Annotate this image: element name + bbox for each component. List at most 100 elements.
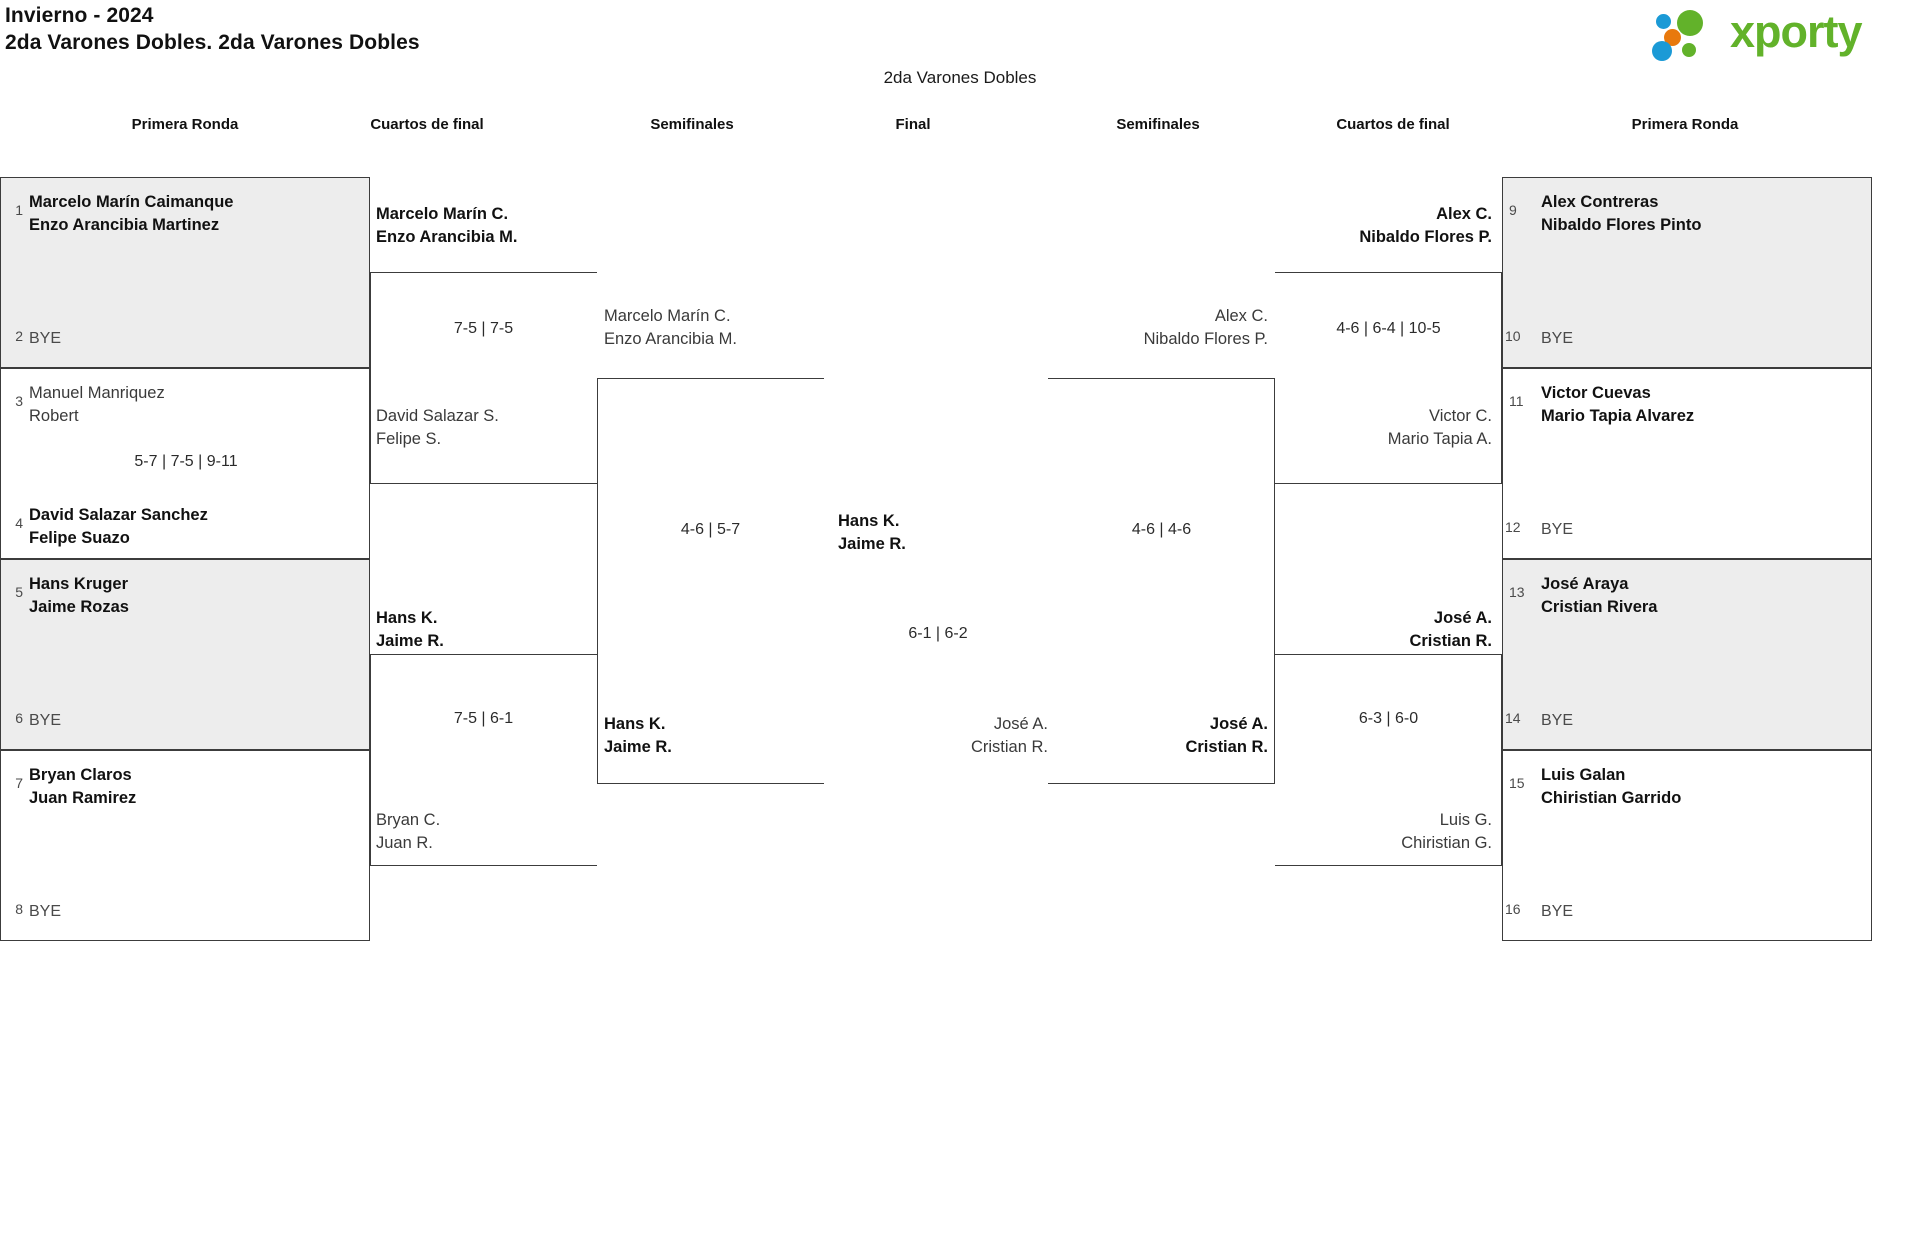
round-header-final: Final [895,116,931,133]
logo-wordmark: xporty [1730,6,1863,57]
seed-player-line2: Robert [29,407,79,425]
seed-player-line1: José Araya [1541,575,1629,593]
seed-player-line1: Alex Contreras [1541,193,1659,211]
seed-player-line1: David Salazar Sanchez [29,506,208,524]
seed-player-line2: Nibaldo Flores Pinto [1541,216,1702,234]
qf-team-line1: José A. [1433,609,1492,627]
tournament-category-title: 2da Varones Dobles. 2da Varones Dobles [5,31,420,54]
seed-block-15-16[interactable]: 15 Luis Galan Chiristian Garrido 16 BYE [1502,750,1872,941]
qf-score-left-top: 7-5 | 7-5 [453,320,514,337]
final-team-top-line1: Hans K. [838,512,900,530]
seed-block-5-6[interactable]: 5 Hans Kruger Jaime Rozas 6 BYE [0,559,370,750]
seed-block-1-2[interactable]: 1 Marcelo Marín Caimanque Enzo Arancibia… [0,177,370,368]
seed-number: 11 [1509,393,1524,409]
qf-connector-right-top [1275,272,1502,484]
final-score: 6-1 | 6-2 [908,625,968,642]
title-block: Invierno - 2024 2da Varones Dobles. 2da … [5,2,420,56]
qf-connector-left-top [370,272,597,484]
seed-number: 7 [15,775,23,791]
final-team-top-line2: Jaime R. [838,535,906,553]
tournament-season-title: Invierno - 2024 [5,4,154,27]
qf-score-right-top: 4-6 | 6-4 | 10-5 [1336,320,1441,337]
sf-team-line1: José A. [1209,715,1268,733]
qf-team-line1: Marcelo Marín C. [376,205,509,223]
seed-number: 2 [15,328,23,344]
seed-player-bye: BYE [1541,521,1574,538]
seed-number: 12 [1505,519,1521,535]
seed-player-line2: Juan Ramirez [29,789,137,807]
seed-number: 16 [1505,901,1521,917]
sf-connector-right [1048,378,1275,784]
qf-connector-left-bottom [370,654,597,866]
qf-team-line2: Jaime R. [376,632,444,650]
seed-player-line1: Hans Kruger [29,575,129,593]
qf-team-line2: Mario Tapia A. [1387,430,1492,448]
seed-player-line1: Marcelo Marín Caimanque [29,193,234,211]
sf-team-line2: Enzo Arancibia M. [604,330,737,348]
sf-team-line1: Alex C. [1214,307,1268,325]
seed-block-3-4[interactable]: 3 Manuel Manriquez Robert 5-7 | 7-5 | 9-… [0,368,370,559]
seed-player-bye: BYE [29,712,62,729]
seed-block-7-8[interactable]: 7 Bryan Claros Juan Ramirez 8 BYE [0,750,370,941]
final-team-bottom-line1: José A. [993,715,1048,733]
qf-score-left-bottom: 7-5 | 6-1 [453,710,514,727]
seed-number: 15 [1509,775,1525,791]
sf-team-line2: Cristian R. [1185,738,1268,756]
round-header-right-cuartos: Cuartos de final [1336,116,1450,133]
seed-number: 3 [15,393,23,409]
xporty-logo[interactable]: xporty [1652,4,1902,62]
sf-score-right: 4-6 | 4-6 [1131,521,1192,538]
sf-score-left: 4-6 | 5-7 [680,521,741,538]
sf-team-line1: Marcelo Marín C. [604,307,731,325]
sf-connector-left [597,378,824,784]
round-header-left-cuartos: Cuartos de final [370,116,484,133]
seed-block-13-14[interactable]: 13 José Araya Cristian Rivera 14 BYE [1502,559,1872,750]
seed-player-line2: Felipe Suazo [29,529,130,547]
qf-team-line2: Chiristian G. [1401,834,1492,852]
seed-number: 4 [15,515,23,531]
qf-team-line2: Juan R. [376,834,433,852]
qf-team-line1: Hans K. [376,609,438,627]
round-header-left-semifinales: Semifinales [650,116,734,133]
qf-team-line1: Luis G. [1439,811,1492,829]
sf-team-line1: Hans K. [604,715,666,733]
qf-team-line2: Enzo Arancibia M. [376,228,518,246]
seed-player-line2: Jaime Rozas [29,598,129,616]
qf-team-line1: Alex C. [1436,205,1492,223]
page-header: Invierno - 2024 2da Varones Dobles. 2da … [0,0,1920,70]
qf-team-line2: Nibaldo Flores P. [1359,228,1492,246]
seed-player-line1: Victor Cuevas [1541,384,1651,402]
qf-team-line1: Bryan C. [376,811,441,829]
seed-number: 10 [1505,328,1521,344]
seed-player-bye: BYE [1541,712,1574,729]
seed-player-bye: BYE [1541,330,1574,347]
sf-team-line2: Nibaldo Flores P. [1143,330,1268,348]
seed-block-9-10[interactable]: 9 Alex Contreras Nibaldo Flores Pinto 10… [1502,177,1872,368]
bracket-title: 2da Varones Dobles [883,68,1037,87]
match-score: 5-7 | 7-5 | 9-11 [134,453,238,470]
seed-player-line1: Luis Galan [1541,766,1626,784]
seed-player-line2: Cristian Rivera [1541,598,1658,616]
final-team-bottom-line2: Cristian R. [970,738,1048,756]
seed-block-11-12[interactable]: 11 Victor Cuevas Mario Tapia Alvarez 12 … [1502,368,1872,559]
qf-team-line1: David Salazar S. [376,407,499,425]
round-header-right-semifinales: Semifinales [1116,116,1200,133]
qf-team-line1: Victor C. [1429,407,1492,425]
seed-number: 8 [15,901,23,917]
round-header-right-primera-ronda: Primera Ronda [1631,116,1739,133]
seed-number: 1 [15,202,23,218]
seed-player-line2: Chiristian Garrido [1541,789,1682,807]
seed-player-bye: BYE [29,903,62,920]
seed-player-bye: BYE [29,330,62,347]
seed-number: 13 [1509,584,1525,600]
seed-number: 6 [15,710,23,726]
seed-number: 9 [1509,202,1517,218]
seed-player-line2: Enzo Arancibia Martinez [29,216,220,234]
seed-player-line1: Manuel Manriquez [29,384,165,402]
logo-dots-icon [1652,10,1728,61]
qf-team-line2: Felipe S. [376,430,442,448]
qf-score-right-bottom: 6-3 | 6-0 [1358,710,1419,727]
seed-number: 14 [1505,710,1521,726]
seed-player-bye: BYE [1541,903,1574,920]
